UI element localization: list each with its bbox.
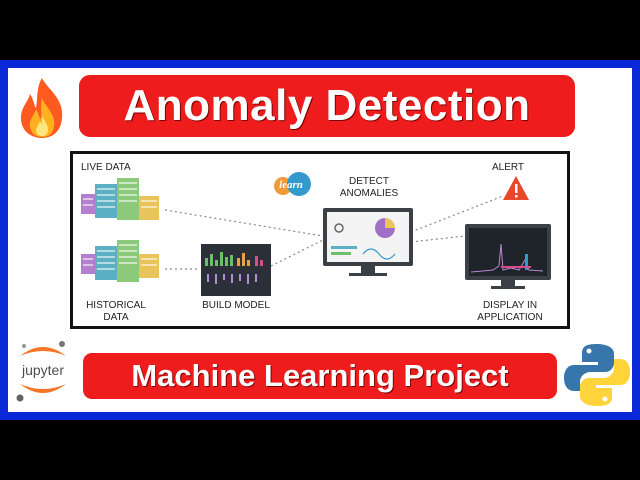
build-model-graphic [201, 244, 271, 296]
diagram-graphics: learn [81, 172, 551, 296]
display-monitor-graphic [465, 224, 551, 289]
display-label: DISPLAY IN APPLICATION [477, 300, 543, 323]
fire-icon [20, 78, 63, 138]
jupyter-logo: jupyter [16, 341, 66, 402]
sklearn-logo [274, 172, 311, 196]
page-subtitle: Machine Learning Project [131, 358, 509, 393]
dotted-connectors [164, 195, 504, 270]
monitor-graphic [323, 208, 413, 276]
page-title: Anomaly Detection [123, 81, 531, 130]
workflow-diagram: learn [70, 151, 570, 329]
live-data-label: LIVE DATA [81, 162, 131, 173]
subtitle-banner: Machine Learning Project [80, 350, 560, 402]
python-logo [564, 344, 630, 406]
sklearn-text: learn [279, 179, 303, 191]
live-data-graphic [81, 178, 159, 220]
alert-label: ALERT [491, 162, 525, 173]
jupyter-text: jupyter [21, 362, 64, 378]
title-banner: Anomaly Detection [76, 72, 578, 140]
historical-data-graphic [81, 240, 159, 282]
alert-icon [503, 176, 529, 200]
detect-anomalies-label: DETECT ANOMALIES [339, 176, 399, 199]
build-model-label: BUILD MODEL [202, 300, 270, 311]
historical-data-label: HISTORICAL DATA [86, 300, 146, 323]
